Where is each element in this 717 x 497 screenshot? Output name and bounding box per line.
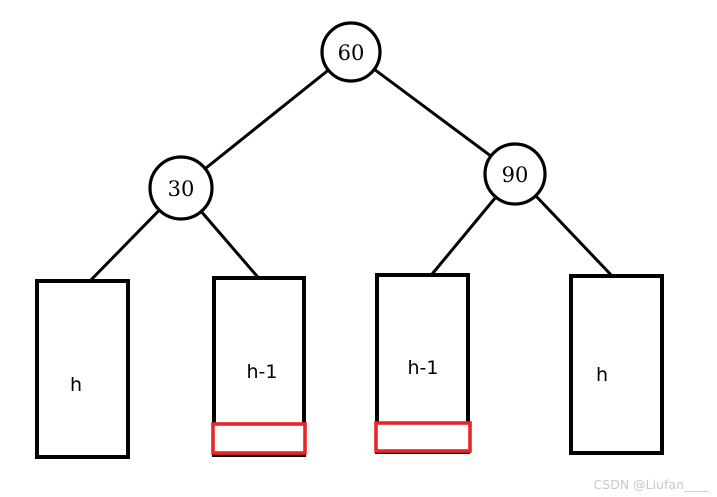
subtree-rect-4 (569, 274, 664, 455)
edge-root-to-left (180, 50, 352, 190)
subtree-rect-1 (35, 279, 130, 459)
node-label-right: 90 (502, 163, 529, 187)
node-circle-right (483, 142, 547, 206)
watermark: CSDN @Liufan____ (594, 477, 710, 492)
node-circle-root (320, 21, 382, 83)
subtree-label-3: h-1 (408, 357, 439, 379)
node-label-root: 60 (338, 41, 365, 65)
highlight-strip-subtree-3 (374, 421, 472, 453)
highlight-strip-subtree-2 (211, 422, 307, 455)
subtree-label-2: h-1 (247, 361, 278, 383)
subtree-label-1: h (70, 374, 82, 396)
node-circle-left (148, 155, 214, 221)
edge-root-to-right (350, 50, 516, 176)
node-label-left: 30 (168, 177, 195, 201)
subtree-label-4: h (596, 364, 608, 386)
